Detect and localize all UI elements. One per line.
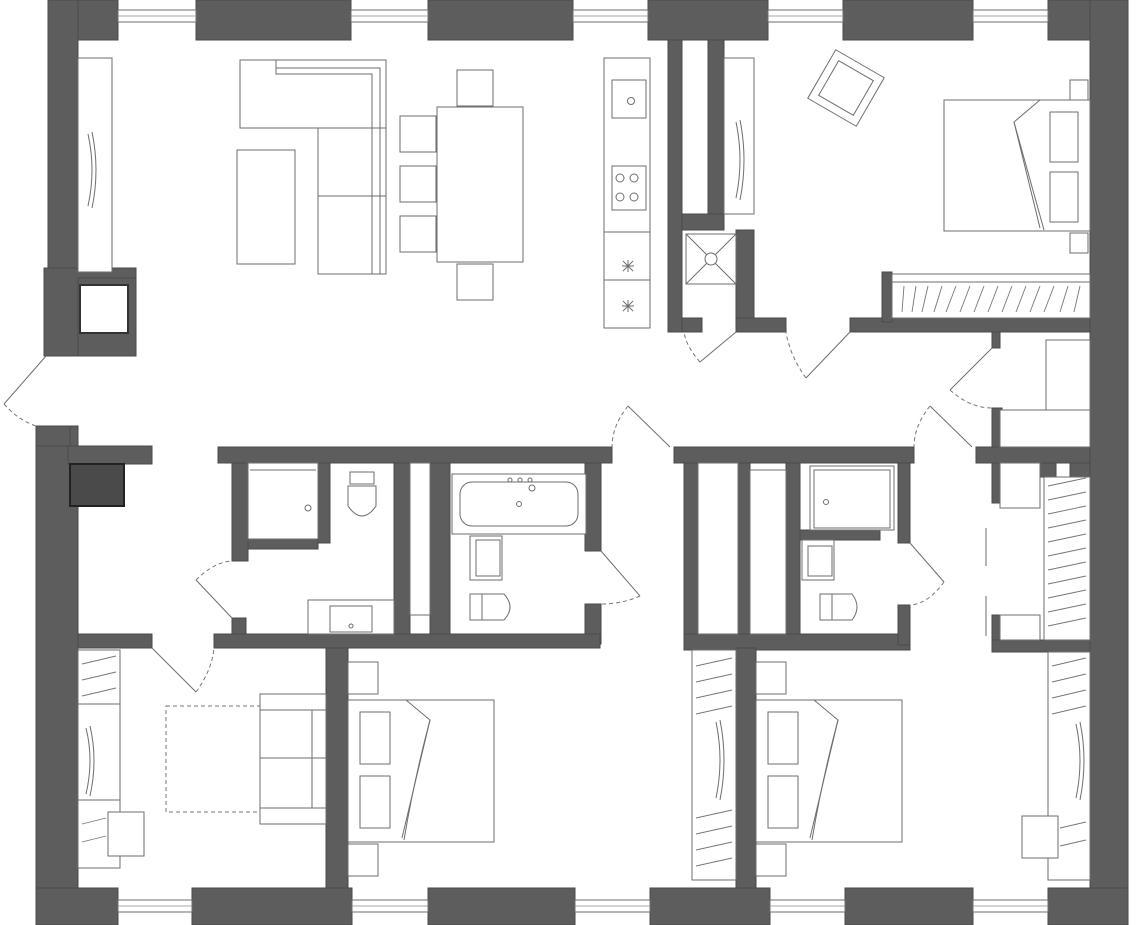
wardrobe-hatching-top [901, 285, 1081, 313]
shower-room-right [801, 465, 895, 621]
bedroom-lower-right [755, 651, 1091, 881]
bedroom-lower-middle [347, 649, 737, 881]
wardrobe-hatching-lower-right [1051, 657, 1087, 847]
shaft-left [409, 462, 431, 616]
wardrobe-hatching-right [1047, 477, 1087, 627]
doors [3, 331, 993, 693]
master-bedroom [807, 49, 1091, 319]
bathroom-with-tub [451, 473, 587, 621]
hall-closet [999, 339, 1091, 448]
right-closets [697, 462, 787, 635]
bedroom-lower-left [77, 649, 327, 869]
interior-walls [69, 39, 1091, 889]
windows [117, 9, 1049, 913]
wardrobe-hatching-lower-middle [695, 657, 733, 867]
toilet-room-left [247, 462, 395, 635]
walk-in-wardrobe [999, 462, 1091, 641]
wardrobe-hatching-lower-left [81, 655, 117, 843]
living-room [77, 57, 755, 329]
outer-walls [35, 0, 1129, 925]
